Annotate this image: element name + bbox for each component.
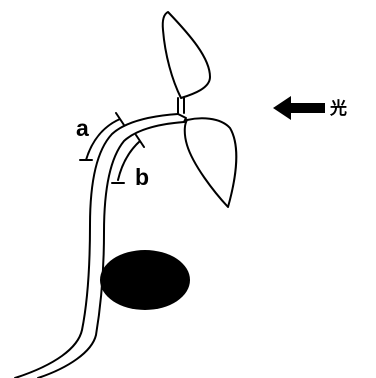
stem-outer-edge <box>15 114 178 378</box>
left-arrow-icon <box>273 96 325 120</box>
upper-leaf <box>163 12 210 98</box>
stem-node <box>178 114 186 122</box>
label-a: a <box>76 115 89 141</box>
seed <box>100 250 190 310</box>
light-label: 光 <box>329 98 347 119</box>
label-b: b <box>135 164 149 190</box>
upper-petiole <box>178 98 184 113</box>
stem-inner-edge <box>38 122 184 378</box>
lower-leaf <box>185 118 236 207</box>
